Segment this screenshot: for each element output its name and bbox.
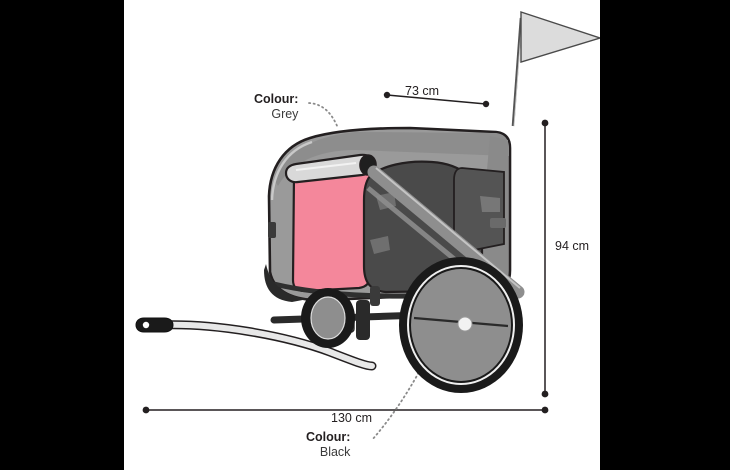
dim-73-line [386, 94, 487, 105]
mesh-reflection-b [370, 236, 390, 254]
dimension-94cm [541, 119, 549, 398]
dim-94-endpoint-bottom [541, 390, 549, 398]
side-clip-b [370, 286, 380, 306]
callout-colour-grey: Colour: Grey [254, 92, 298, 123]
side-clip-c [490, 218, 506, 228]
callout-grey-value: Grey [271, 107, 299, 122]
callout-colour-black: Colour: Black [306, 430, 350, 461]
trailer-diagram [135, 11, 600, 441]
letterbox-right [600, 0, 730, 470]
callout-grey-key: Colour: [254, 92, 299, 106]
dimension-73cm [383, 91, 490, 108]
rear-wheel-hub-dot [457, 316, 473, 332]
safety-flag-group [511, 11, 600, 127]
callout-black-value: Black [319, 445, 351, 460]
hitch-coupler-icon [135, 317, 174, 333]
flag-icon [520, 11, 600, 63]
illustration-canvas: Colour: Grey Colour: Black 73 cm 94 cm 1… [124, 0, 600, 470]
front-bottom-corner [264, 264, 308, 302]
tow-arm-icon [157, 321, 375, 369]
front-wheel-group [301, 288, 355, 348]
canopy-roof-shade [274, 132, 509, 186]
diagonal-strap-highlight [375, 167, 521, 289]
dimension-label-width: 73 cm [405, 84, 440, 98]
dim-94-endpoint-top [541, 119, 549, 127]
callout-black-key: Colour: [306, 430, 351, 444]
flag-pole-icon [511, 17, 523, 127]
canopy-front-highlight [270, 140, 313, 201]
tow-arm-group [135, 317, 377, 371]
rear-wheel-rim [407, 265, 515, 385]
dimension-130cm [142, 406, 549, 414]
hitch-hole [142, 321, 150, 329]
rear-wheel-group [399, 257, 523, 393]
flap-highlight [295, 162, 357, 171]
side-clip-a [268, 222, 276, 238]
dimension-label-length: 130 cm [331, 411, 372, 425]
front-wheel-hub [310, 296, 346, 340]
frame-bracket [356, 300, 370, 340]
dim-73-endpoint-right [482, 100, 490, 108]
dim-130-endpoint-right [541, 406, 549, 414]
rolled-flap-group [284, 153, 377, 184]
rear-window-reflection [480, 196, 500, 212]
dimension-label-height: 94 cm [555, 239, 590, 253]
leader-grey [308, 102, 339, 129]
dim-130-endpoint-left [142, 406, 150, 414]
dim-73-endpoint-left [383, 91, 391, 99]
letterbox-left [0, 0, 124, 470]
